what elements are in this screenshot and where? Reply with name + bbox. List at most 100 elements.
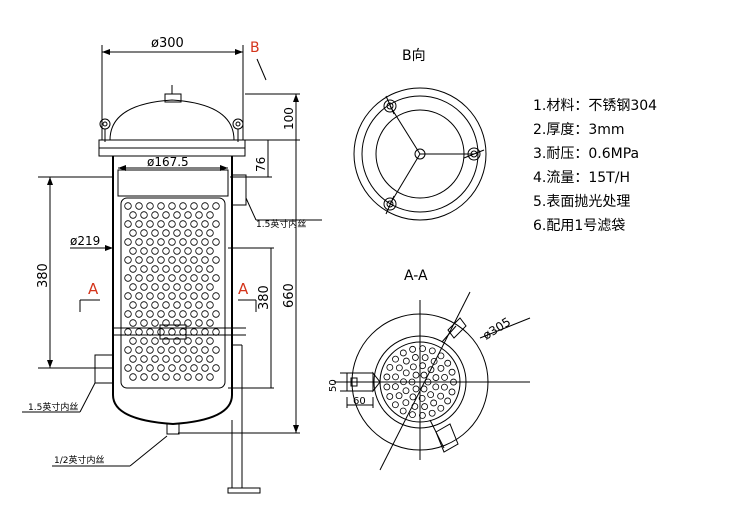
- dim-total-height: 660: [282, 283, 297, 308]
- perforation-hole: [201, 310, 209, 318]
- dim-right-height: 380: [257, 285, 272, 310]
- perforation-hole: [135, 202, 143, 210]
- perforation-hole: [179, 274, 187, 282]
- a-perforation-hole: [421, 403, 429, 410]
- perforation-hole: [168, 256, 176, 264]
- perforation-hole: [190, 202, 198, 210]
- a-perforation-hole: [402, 387, 410, 395]
- a-perforations: [383, 345, 457, 419]
- dim-inner-dia: ø167.5: [147, 155, 189, 169]
- perforation-hole: [201, 274, 209, 282]
- perforation-hole: [168, 346, 176, 354]
- perforation-hole: [190, 292, 198, 300]
- perforation-hole: [173, 247, 181, 255]
- perforation-hole: [129, 265, 137, 273]
- b-bolt-1: [383, 99, 397, 113]
- b-bolt-3: [383, 197, 397, 211]
- a-perforation-hole: [391, 401, 399, 409]
- dim-lid-height: 100: [282, 107, 296, 130]
- dim-body-dia: ø219: [70, 234, 100, 248]
- perforation-hole: [140, 355, 148, 363]
- a-perforation-hole: [427, 391, 435, 399]
- perforation-hole: [135, 310, 143, 318]
- perforation-hole: [184, 301, 192, 309]
- a-perforation-hole: [444, 359, 452, 367]
- perforation-hole: [201, 238, 209, 246]
- perforation-hole: [206, 229, 214, 237]
- perforation-hole: [201, 346, 209, 354]
- perforation-hole: [146, 364, 154, 372]
- lid-dome: [109, 99, 235, 141]
- label-outlet: 1.5英寸内丝: [256, 218, 306, 230]
- perforation-hole: [179, 292, 187, 300]
- perforation-hole: [162, 229, 170, 237]
- perforation-hole: [201, 202, 209, 210]
- a-perforation-hole: [402, 399, 410, 407]
- perforation-hole: [157, 310, 165, 318]
- a-perforation-hole: [402, 369, 410, 377]
- perforation-hole: [140, 283, 148, 291]
- perforation-hole: [146, 274, 154, 282]
- perforation-hole: [190, 274, 198, 282]
- a-perforation-hole: [437, 364, 445, 372]
- perforation-hole: [195, 265, 203, 273]
- perforation-hole: [162, 283, 170, 291]
- perforation-hole: [190, 220, 198, 228]
- a-section-view: A-A ø305 50 60: [328, 268, 531, 471]
- perforation-hole: [157, 256, 165, 264]
- a-perforation-hole: [402, 357, 410, 365]
- label-drain: 1/2英寸内丝: [54, 454, 105, 466]
- perforation-hole: [168, 202, 176, 210]
- perforation-hole: [129, 229, 137, 237]
- perforation-hole: [179, 328, 187, 336]
- spec-line-5: 5.表面抛光处理: [533, 194, 630, 210]
- perforation-hole: [151, 355, 159, 363]
- a-perforation-hole: [399, 407, 407, 415]
- filter-basket: [120, 197, 226, 389]
- perforation-hole: [146, 346, 154, 354]
- spec-line-3: 3.耐压：0.6MPa: [533, 146, 639, 162]
- perforation-hole: [129, 355, 137, 363]
- basket-ring: [117, 169, 229, 197]
- perforation-hole: [129, 337, 137, 345]
- b-view: B向: [353, 48, 487, 221]
- view-marker-b: B: [250, 40, 260, 56]
- a-perforation-hole: [421, 354, 429, 361]
- perforation-hole: [157, 220, 165, 228]
- perforation-hole: [146, 220, 154, 228]
- perforation-hole: [173, 211, 181, 219]
- perforation-hole: [212, 292, 220, 300]
- a-perforation-hole: [386, 393, 394, 400]
- dim-a-dia: ø305: [480, 315, 513, 343]
- a-diag-line: [379, 291, 471, 471]
- perforation-hole: [124, 346, 132, 354]
- a-section-title: A-A: [404, 268, 428, 284]
- perforation-hole: [206, 337, 214, 345]
- a-perforation-hole: [428, 409, 436, 417]
- perforation-hole: [135, 256, 143, 264]
- perforation-hole: [168, 220, 176, 228]
- perforation-hole: [212, 328, 220, 336]
- perforation-hole: [190, 238, 198, 246]
- perforation-hole: [129, 373, 137, 381]
- perforation-hole: [201, 328, 209, 336]
- perforation-hole: [140, 265, 148, 273]
- b-view-title: B向: [402, 48, 426, 64]
- perforation-hole: [140, 229, 148, 237]
- perforation-hole: [124, 328, 132, 336]
- a-perforation-hole: [409, 345, 417, 353]
- perforation-hole: [195, 229, 203, 237]
- perforation-hole: [195, 373, 203, 381]
- a-perforation-hole: [412, 385, 420, 393]
- eye-bolt-right: [232, 118, 244, 130]
- perforation-hole: [206, 247, 214, 255]
- perforation-hole: [184, 373, 192, 381]
- perforation-hole: [190, 256, 198, 264]
- perforation-hole: [124, 256, 132, 264]
- perforation-hole: [151, 229, 159, 237]
- perforation-hole: [146, 256, 154, 264]
- perforation-hole: [135, 220, 143, 228]
- perforation-hole: [140, 211, 148, 219]
- perforation-hole: [135, 274, 143, 282]
